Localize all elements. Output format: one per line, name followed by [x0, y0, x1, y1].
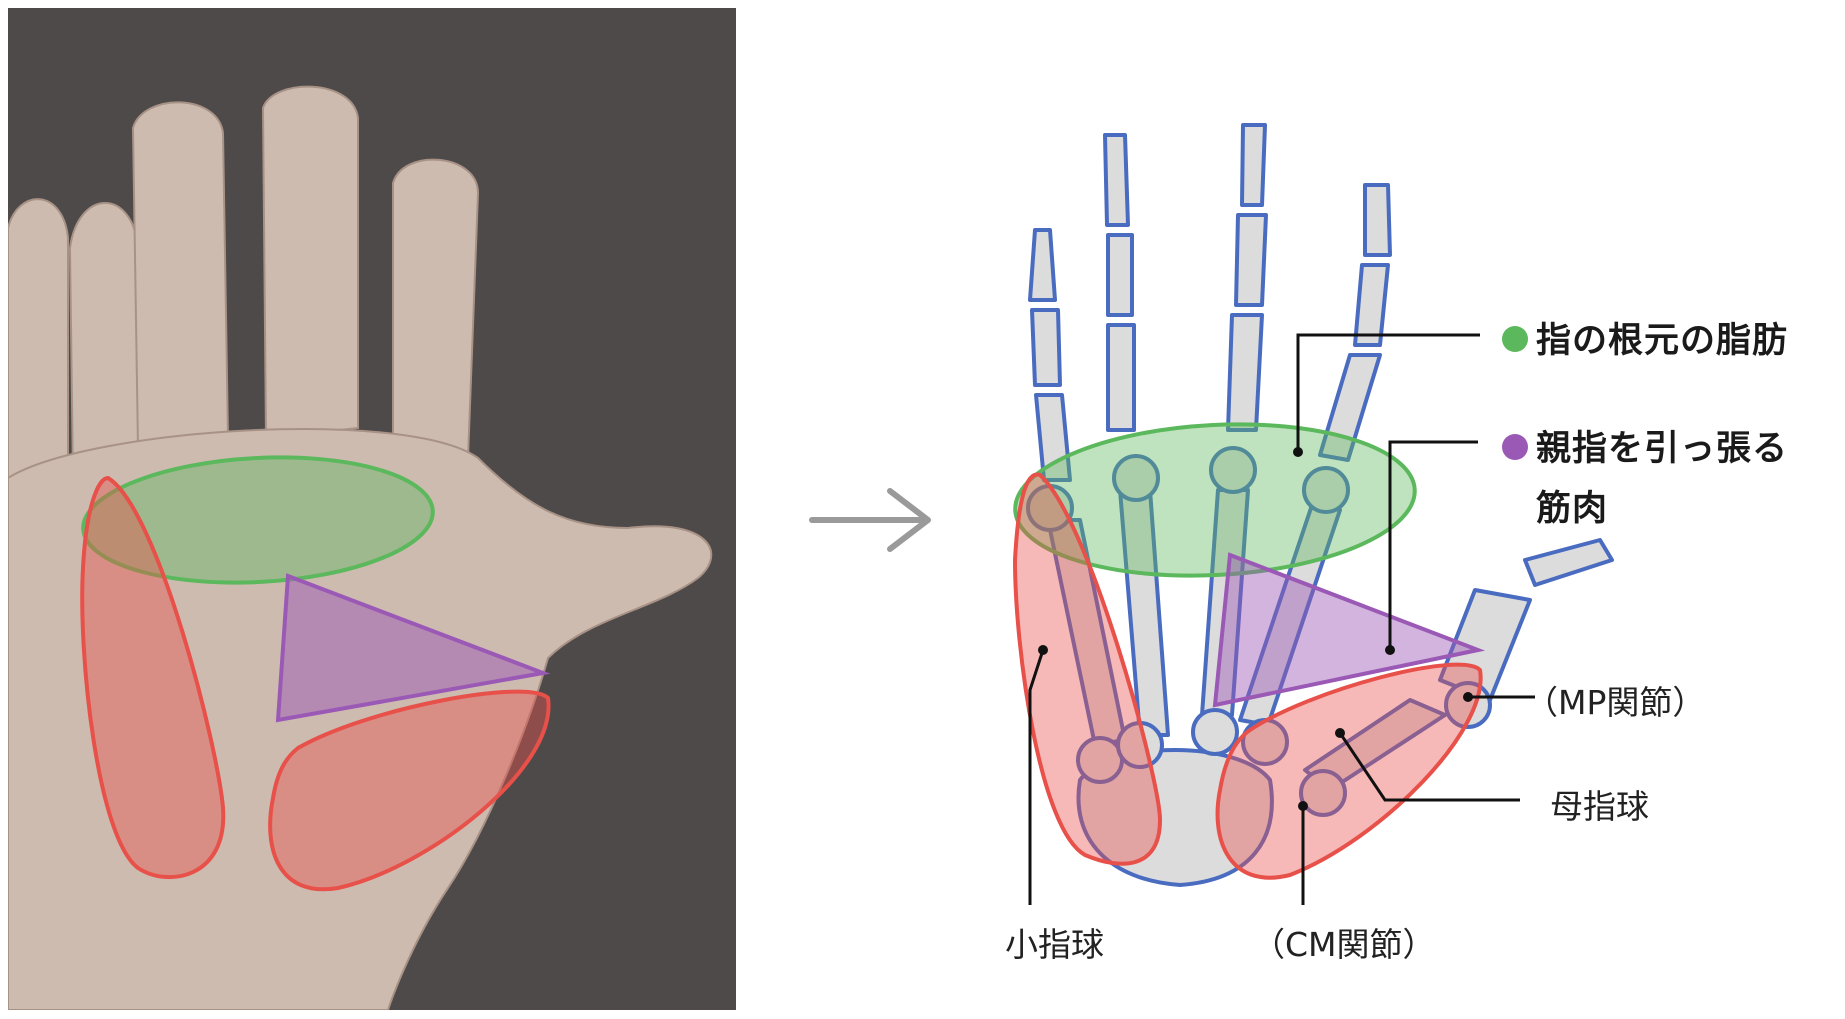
label-mp-joint: （MP関節） — [1525, 683, 1706, 722]
index-finger-distal-phalanx — [1363, 183, 1392, 257]
label-finger-base-fat: 指の根元の脂肪 — [1502, 312, 1788, 363]
ring-finger-proximal-phalanx — [1106, 323, 1136, 432]
index-finger-mcp-joint — [1302, 466, 1350, 514]
middle-finger-proximal-phalanx — [1226, 313, 1264, 432]
purple-dot-icon — [1502, 434, 1528, 460]
middle-finger-middle-phalanx — [1234, 213, 1268, 307]
ring-finger-middle-phalanx — [1106, 233, 1134, 317]
diagram-regions — [1012, 422, 1486, 880]
leader-finger-base-fat — [1296, 333, 1480, 452]
leader-hypothenar — [1028, 649, 1045, 905]
little-finger-distal-phalanx — [1028, 228, 1057, 302]
palm-photo — [8, 8, 736, 1010]
palm-hand — [8, 85, 713, 1010]
leader-thumb-muscle — [1388, 440, 1478, 650]
photo-overlays — [80, 455, 551, 892]
label-thumb-muscle: 親指を引っ張る — [1502, 420, 1788, 471]
thumb-muscle-region — [1212, 552, 1486, 708]
leader-thenar — [1338, 732, 1520, 802]
ring-finger-distal-phalanx — [1103, 133, 1130, 227]
middle-finger-mcp-joint — [1209, 446, 1257, 494]
thumb-distal-phalanx — [1523, 538, 1614, 587]
middle-finger-base-joint — [1191, 708, 1239, 756]
leader-dots — [1038, 447, 1473, 811]
leader-lines — [1028, 333, 1535, 905]
label-cm-joint: （CM関節） — [1252, 925, 1436, 964]
label-thenar: 母指球 — [1550, 787, 1649, 826]
label-hypothenar: 小指球 — [1005, 925, 1104, 964]
right-arrow-icon — [809, 488, 931, 552]
thumb-cm-joint-head — [1299, 769, 1347, 817]
finger-base-fat-region — [1013, 422, 1417, 578]
middle-finger-distal-phalanx — [1240, 123, 1267, 207]
photo-thenar-region — [268, 689, 551, 892]
index-finger-middle-phalanx — [1353, 263, 1390, 347]
photo-hypothenar-region — [80, 475, 226, 880]
ring-finger-mcp-joint — [1112, 454, 1160, 502]
label-thumb-muscle-line2: 筋肉 — [1536, 489, 1609, 529]
hypothenar-region — [1012, 472, 1163, 866]
photo-thumb-muscle-region — [275, 573, 551, 723]
green-dot-icon — [1502, 326, 1528, 352]
little-finger-middle-phalanx — [1030, 308, 1062, 387]
photo-finger-base-fat-region — [81, 455, 435, 585]
thenar-region — [1215, 662, 1483, 880]
